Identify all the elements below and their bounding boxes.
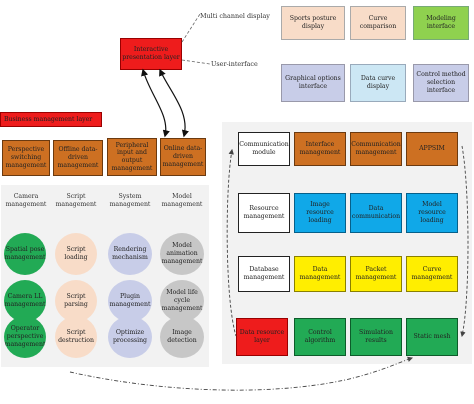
script-loading-circle: Script loading <box>55 233 97 275</box>
user-interface-label: User-interface <box>211 60 258 68</box>
modeling-interface-box: Modeling interface <box>413 6 469 40</box>
static-mesh-box: Static mesh <box>406 318 458 356</box>
plugin-management-circle: Plugin management <box>108 280 152 322</box>
business-management-layer-box: Business management layer <box>0 112 102 127</box>
interactive-presentation-layer-box: Interactive presentation layer <box>120 38 182 70</box>
data-communication-box: Data communication <box>350 193 402 233</box>
simulation-results-box: Simulation results <box>350 318 402 356</box>
arrow-interactive-to-peripheral <box>141 68 170 138</box>
appsim-box: APPSIM <box>406 132 458 166</box>
column-script-management: Script management <box>55 193 97 209</box>
model-life-cycle-circle: Model life cycle management <box>160 280 204 322</box>
data-curve-display-box: Data curve display <box>350 64 406 102</box>
operator-perspective-circle: Operator perspective management <box>4 316 46 358</box>
camera-ll-circle: Camera LL management <box>4 280 46 322</box>
data-resource-layer-box: Data resource layer <box>236 318 288 356</box>
curve-management-box: Curve management <box>406 256 458 292</box>
spatial-pose-circle: Spatial pose management <box>4 233 46 275</box>
multi-channel-display-label: Multi channel display <box>200 12 270 20</box>
perspective-switching-box: Perspective switching management <box>2 140 50 176</box>
arrow-interactive-to-online <box>159 68 189 138</box>
interface-management-box: Interface management <box>294 132 346 166</box>
rendering-mechanism-circle: Rendering mechanism <box>108 233 152 275</box>
packet-management-box: Packet management <box>350 256 402 292</box>
control-algorithm-box: Control algorithm <box>294 318 346 356</box>
image-detection-circle: Image detection <box>160 316 204 358</box>
data-management-box: Data management <box>294 256 346 292</box>
dashed-connector-display <box>181 13 201 43</box>
resource-management-label: Resource management <box>238 193 290 233</box>
sports-posture-display-box: Sports posture display <box>281 6 345 40</box>
image-resource-loading-box: Image resource loading <box>294 193 346 233</box>
optimize-processing-circle: Optimize processing <box>108 316 152 358</box>
dashed-connector-ui <box>181 59 211 65</box>
script-parsing-circle: Script parsing <box>55 280 97 322</box>
model-resource-loading-box: Model resource loading <box>406 193 458 233</box>
database-management-label: Database management <box>238 256 290 292</box>
column-system-management: System management <box>109 193 151 209</box>
communication-management-box: Communication management <box>350 132 402 166</box>
curve-comparison-box: Curve comparison <box>350 6 406 40</box>
column-camera-management: Camera management <box>5 193 47 209</box>
control-method-selection-box: Control method selection interface <box>413 64 469 102</box>
column-model-management: Model management <box>161 193 203 209</box>
graphical-options-interface-box: Graphical options interface <box>281 64 345 102</box>
communication-module-label: Communication module <box>238 132 290 166</box>
offline-data-driven-box: Offline data-driven management <box>53 140 103 176</box>
model-animation-circle: Model animation management <box>160 233 204 275</box>
script-destruction-circle: Script destruction <box>55 316 97 358</box>
online-data-driven-box: Online data-driven management <box>160 138 206 176</box>
peripheral-io-box: Peripheral input and output management <box>107 138 157 176</box>
